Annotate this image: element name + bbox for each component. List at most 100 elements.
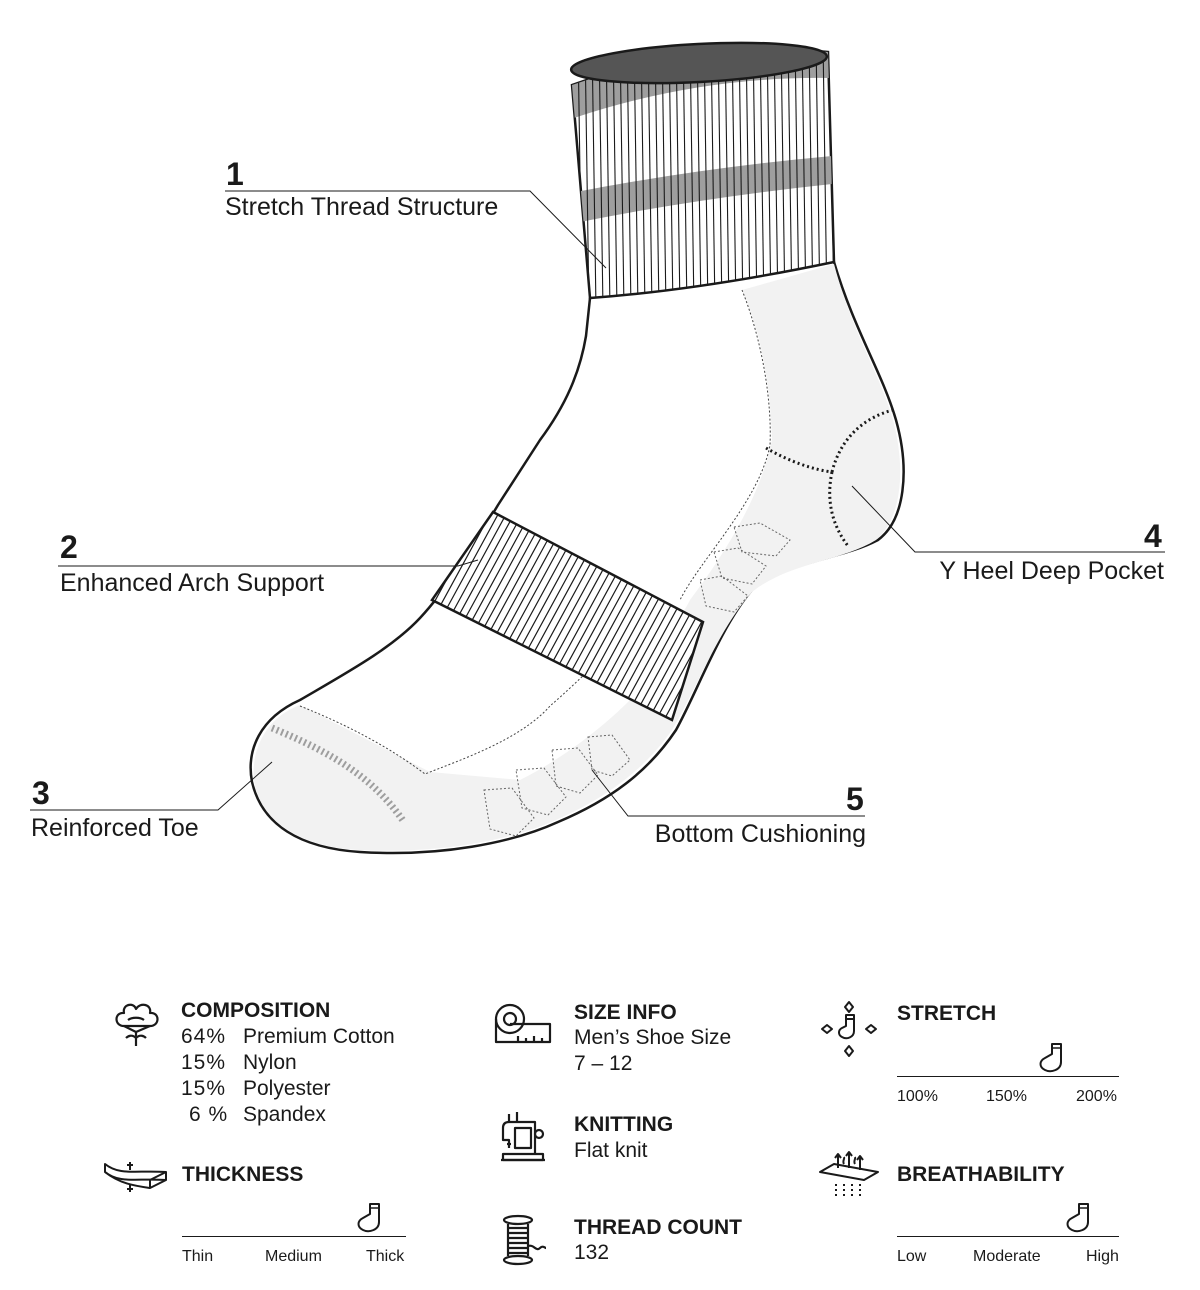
heel-cushion bbox=[253, 264, 901, 851]
arch-rib-line bbox=[541, 557, 603, 668]
thickness-sock-marker-icon bbox=[357, 1203, 381, 1233]
thickness-scale-line bbox=[182, 1236, 406, 1237]
arch-rib-line bbox=[497, 534, 559, 646]
cuff-rib-line bbox=[668, 49, 674, 299]
arch-rib-line bbox=[596, 586, 658, 697]
knitting-value: Flat knit bbox=[574, 1139, 648, 1162]
stretch-label-mid: 150% bbox=[986, 1088, 1027, 1105]
cuff-rib-line bbox=[612, 49, 618, 299]
callout-label-reinforced-toe: Reinforced Toe bbox=[31, 814, 199, 842]
cuff-rib-line bbox=[675, 49, 681, 299]
arch-rib-line bbox=[634, 605, 696, 716]
arch-rib-line bbox=[603, 589, 665, 700]
cuff-rib-line bbox=[661, 49, 667, 299]
breathable-fabric-icon bbox=[819, 1151, 879, 1198]
thread-count-title: THREAD COUNT bbox=[574, 1216, 742, 1239]
composition-pct: 6 % bbox=[189, 1103, 229, 1126]
cuff-rib-line bbox=[640, 49, 646, 299]
arch-rib-line bbox=[528, 550, 590, 662]
arch-rib-line bbox=[466, 518, 528, 630]
thickness-title: THICKNESS bbox=[182, 1163, 304, 1186]
cuff-rib-line bbox=[682, 49, 688, 299]
cuff-rib-line bbox=[815, 49, 821, 299]
breathability-label-mid: Moderate bbox=[973, 1248, 1041, 1265]
callout-label-y-heel: Y Heel Deep Pocket bbox=[939, 557, 1164, 585]
arch-rib-line bbox=[472, 522, 534, 633]
composition-material: Spandex bbox=[243, 1103, 326, 1126]
arch-rib-line bbox=[534, 554, 596, 665]
cushion-pads bbox=[483, 522, 791, 837]
composition-row: 64%Premium Cotton bbox=[181, 1024, 395, 1050]
cuff-rib-line bbox=[752, 49, 758, 299]
composition-row: 15% Polyester bbox=[181, 1076, 395, 1102]
measuring-tape-icon bbox=[494, 1003, 552, 1044]
sewing-machine-icon bbox=[501, 1112, 545, 1162]
cuff-rib-line bbox=[605, 49, 611, 299]
cotton-icon bbox=[115, 1003, 159, 1046]
stretch-sock-marker-icon bbox=[1039, 1043, 1063, 1073]
cuff-rib-line bbox=[801, 49, 807, 299]
cuff-rib-line bbox=[584, 49, 590, 299]
arch-rib-line bbox=[547, 560, 609, 672]
arch-rib-line bbox=[510, 541, 572, 652]
callout-number-4: 4 bbox=[1144, 518, 1162, 554]
cuff-rib-line bbox=[647, 49, 653, 299]
stretch-arrows-icon bbox=[821, 1001, 877, 1057]
cuff-rib-line bbox=[745, 49, 751, 299]
breathability-label-low: Low bbox=[897, 1248, 927, 1265]
cuff-rib-line bbox=[766, 49, 772, 299]
callout-leaders bbox=[30, 190, 1165, 817]
cuff-rib-line bbox=[619, 49, 625, 299]
composition-title: COMPOSITION bbox=[181, 999, 331, 1022]
callout-label-stretch-thread: Stretch Thread Structure bbox=[225, 193, 499, 221]
cuff-rib-line bbox=[724, 49, 730, 299]
cuff-rib-line bbox=[717, 49, 723, 299]
arch-rib-line bbox=[565, 570, 627, 681]
cuff-rib-line bbox=[633, 49, 639, 299]
size-info-line1: Men’s Shoe Size bbox=[574, 1026, 732, 1049]
cuff-rib-line bbox=[808, 49, 814, 299]
composition-material: Polyester bbox=[243, 1077, 331, 1100]
size-info-line2: 7 – 12 bbox=[574, 1052, 633, 1075]
cuff-rib-line bbox=[794, 49, 800, 299]
cuff-rib-line bbox=[626, 49, 632, 299]
cuff-rib-line bbox=[773, 49, 779, 299]
arch-rib-line bbox=[485, 528, 547, 640]
arch-rib-line bbox=[559, 566, 621, 678]
arch-rib-line bbox=[640, 608, 702, 720]
composition-row: 6 % Spandex bbox=[181, 1102, 395, 1128]
callout-number-5: 5 bbox=[846, 781, 864, 817]
stretch-label-low: 100% bbox=[897, 1088, 938, 1105]
sock-illustration bbox=[249, 41, 905, 855]
breathability-sock-marker-icon bbox=[1066, 1203, 1090, 1233]
stretch-title: STRETCH bbox=[897, 1002, 997, 1025]
thickness-label-high: Thick bbox=[366, 1248, 405, 1265]
thickness-label-low: Thin bbox=[182, 1248, 214, 1265]
cuff-rib-line bbox=[787, 49, 793, 299]
arch-rib-line bbox=[590, 582, 652, 694]
composition-pct: 15% bbox=[181, 1077, 227, 1100]
cuff-rib-line bbox=[703, 49, 709, 299]
breathability-scale-line bbox=[897, 1236, 1119, 1237]
breathability-label-high: High bbox=[1086, 1248, 1119, 1265]
arch-rib-line bbox=[553, 563, 615, 675]
arch-rib-line bbox=[615, 595, 677, 707]
arch-rib-line bbox=[454, 512, 516, 624]
composition-list: 64%Premium Cotton 15%Nylon 15%Polyester … bbox=[181, 1024, 395, 1128]
cuff-rib-line bbox=[598, 49, 604, 299]
arch-rib-line bbox=[503, 538, 565, 649]
cuff-rib-line bbox=[654, 49, 660, 299]
callout-label-arch-support: Enhanced Arch Support bbox=[60, 569, 325, 597]
arch-rib-line bbox=[479, 525, 541, 636]
composition-pct: 15% bbox=[181, 1051, 227, 1074]
size-info-title: SIZE INFO bbox=[574, 1001, 677, 1024]
arch-rib-line bbox=[578, 576, 640, 688]
composition-row: 15%Nylon bbox=[181, 1050, 395, 1076]
cuff-rib-line bbox=[759, 49, 765, 299]
cuff-rib-line bbox=[696, 49, 702, 299]
arch-rib-line bbox=[448, 512, 510, 620]
knitting-title: KNITTING bbox=[574, 1113, 674, 1136]
arch-rib-line bbox=[609, 592, 671, 704]
thickness-label-mid: Medium bbox=[265, 1248, 322, 1265]
breathability-title: BREATHABILITY bbox=[897, 1163, 1065, 1186]
